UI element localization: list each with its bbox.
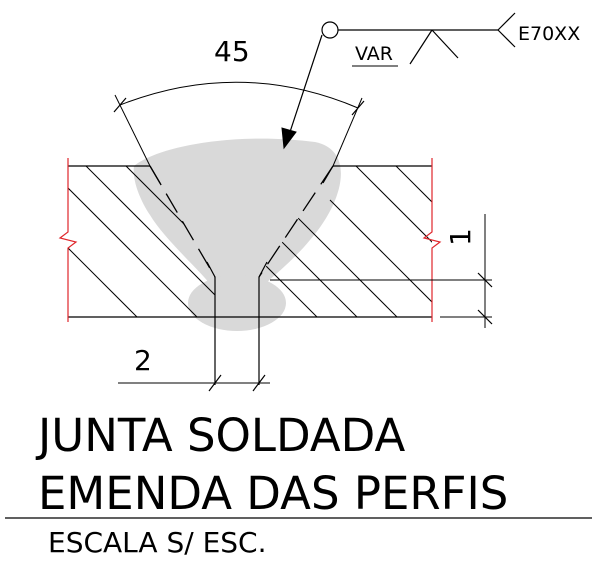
break-line-right	[422, 158, 442, 322]
root-gap-label: 2	[134, 344, 152, 377]
root-gap-dimension: 2	[118, 344, 270, 392]
root-face-dimension: 1	[270, 214, 493, 328]
title-line-1: JUNTA SOLDADA	[35, 409, 406, 462]
field-weld-circle	[321, 21, 339, 39]
break-line-left	[58, 158, 78, 322]
title-line-2: EMENDA DAS PERFIS	[38, 467, 508, 520]
bevel-angle-label: 45	[214, 35, 250, 68]
angle-dimension: 45	[113, 35, 365, 167]
title-block: JUNTA SOLDADA EMENDA DAS PERFIS ESCALA S…	[5, 409, 592, 559]
weld-bead	[133, 138, 341, 331]
scale-note: ESCALA S/ ESC.	[48, 526, 267, 559]
weld-tail-note: VAR	[355, 43, 393, 65]
weld-symbol: VAR E70XX	[281, 12, 580, 150]
arrow-head	[281, 127, 297, 150]
electrode-spec: E70XX	[518, 23, 580, 45]
root-face-label: 1	[444, 228, 477, 246]
bevel-dashed-lines	[149, 165, 334, 278]
